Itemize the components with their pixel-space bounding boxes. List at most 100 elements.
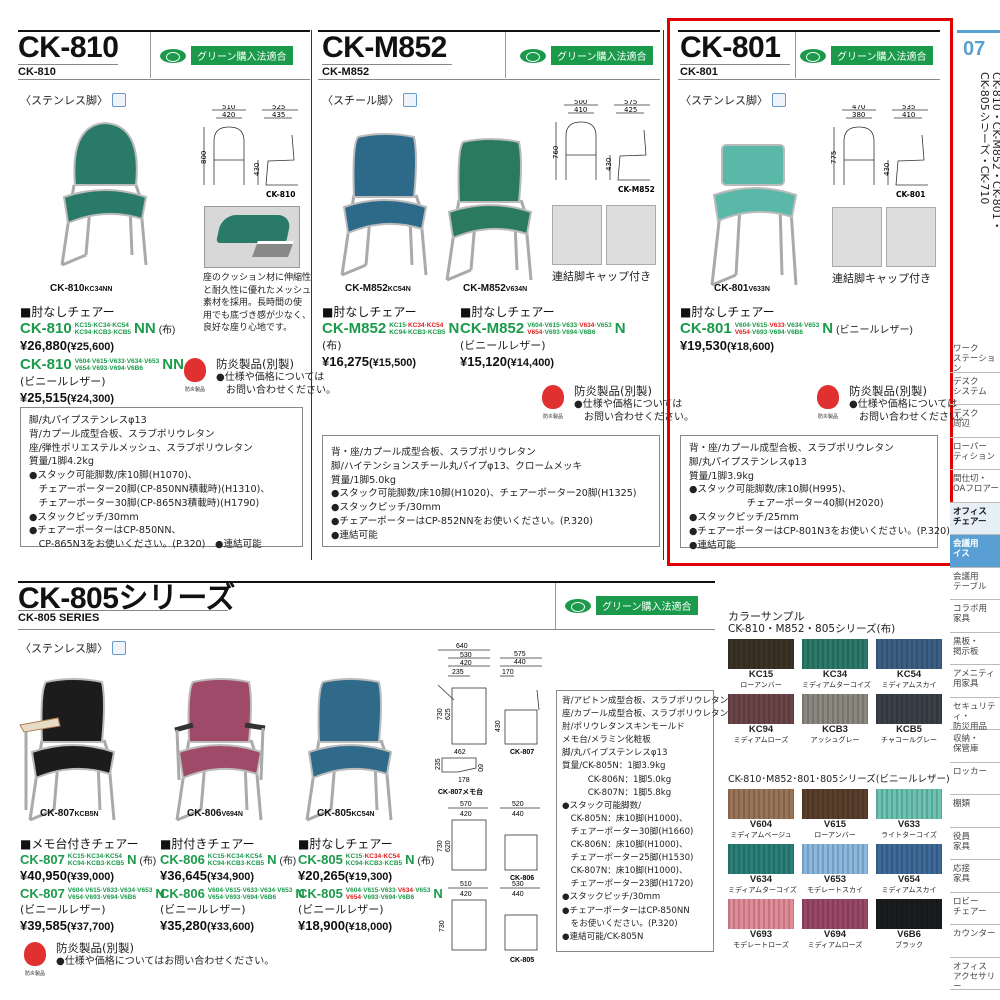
nav-item[interactable]: アメニティ用家具 <box>950 665 1000 698</box>
nav-item[interactable]: デスク周辺 <box>950 405 1000 438</box>
nav-item[interactable]: カウンター <box>950 925 1000 958</box>
nav-item[interactable]: デスクシステム <box>950 373 1000 405</box>
subtitle: CK-801 <box>680 66 718 78</box>
swatch-chip <box>802 789 868 819</box>
nav-item[interactable]: コラボ用家具 <box>950 600 1000 633</box>
color-code: ·V634·V653 <box>784 321 820 329</box>
price-tax-incl: ¥35,280 <box>160 918 207 933</box>
nav-item[interactable]: 役員家具 <box>950 828 1000 860</box>
nav-item[interactable]: ロッカー <box>950 763 1000 795</box>
globe-icon <box>520 48 546 63</box>
swatch-chip <box>802 844 868 874</box>
spec-line: ●チェアーポーターはCP-852NNをお使いください。(P.320) <box>331 515 594 527</box>
model-suffix: KCB5N <box>74 811 99 818</box>
spec-line: チェアーポーター30脚(CP-865N3積載時)(H1790) <box>29 497 260 509</box>
chair-image <box>50 115 160 279</box>
spec-line: 脚/丸パイプステンレスφ13 <box>689 456 807 468</box>
nav-item[interactable]: 棚類 <box>950 795 1000 828</box>
nav-label: ティション <box>953 451 995 462</box>
material: (ビニールレザー) <box>160 903 246 916</box>
color-code: V604·V615·V633· <box>345 886 398 894</box>
price-excl: (¥24,300) <box>67 393 115 405</box>
price: ¥18,900(¥18,000) <box>298 917 443 936</box>
stack-icon <box>403 93 417 107</box>
model-caption: CK-806V694N <box>187 808 243 819</box>
swatch-name: ミディアムターコイズ <box>802 681 871 689</box>
spec-line: ●チェアーポーターはCP-850NN <box>562 905 690 916</box>
color-code: V604·V615·V633·V634·V653 <box>74 357 160 365</box>
nav-item[interactable]: オフィスチェアー <box>950 502 1000 535</box>
color-code-line: V654·V693·V694·V6B6 <box>735 329 820 336</box>
swatch-code: KCB5 <box>896 724 922 735</box>
cushion-image <box>204 206 300 268</box>
spec-box: 背・座/カプール成型合板、スラブポリウレタン脚/ハイテンションスチール丸パイプφ… <box>322 435 660 547</box>
model-caption: CK-M852KC54N <box>345 283 411 294</box>
nav-item[interactable]: ワークステーション <box>950 340 1000 374</box>
green-purchase-badge: グリーン購入法適合 <box>800 46 933 65</box>
swatch-chip <box>802 694 868 724</box>
color-code-line: KC15·KC34·KC54 <box>208 853 264 860</box>
nav-label: 間仕切・ <box>953 474 988 484</box>
price-tax-incl: ¥20,265 <box>298 868 345 883</box>
swatch-chip <box>728 789 794 819</box>
swatch-chip <box>876 789 942 819</box>
fire-text: 防炎製品(別製)●仕様や価格についてはお問い合わせください。 <box>56 942 274 981</box>
color-code-line: V654·V693·V694·V6B6 <box>527 329 612 336</box>
chair-image <box>330 125 440 289</box>
swatch-chip <box>876 639 942 669</box>
nav-item[interactable]: 会議用イス <box>950 535 1000 568</box>
svg-text:520: 520 <box>512 801 524 808</box>
spec-line: 良好な座り心地です。 <box>203 323 293 333</box>
price-excl: (¥15,500) <box>369 357 417 369</box>
nav-label: ロッカー <box>953 766 988 777</box>
spec-line: 座/カプール成型合板、スラブポリウレタン <box>562 709 729 720</box>
price-excl: (¥18,600) <box>727 341 775 353</box>
nav-item[interactable]: ロビーチェアー <box>950 893 1000 925</box>
spec-line: と耐久性に優れたメッシュ <box>203 285 312 296</box>
nav-label: ワーク <box>953 344 979 354</box>
nav-item[interactable]: オフィスアクセサリー <box>950 958 1000 992</box>
color-code: KC15·KC34·KC54 <box>74 321 129 329</box>
nav-item[interactable]: 応接家具 <box>950 860 1000 893</box>
swatch-code: V634 <box>749 874 773 885</box>
nav-item[interactable]: 黒板・掲示板 <box>950 633 1000 665</box>
nav-label: カウンター <box>953 929 996 939</box>
swatch-name: ライトターコイズ <box>881 831 937 839</box>
spec-line: 座のクッション材に伸縮性 <box>203 273 312 283</box>
nav-item[interactable]: 会議用テーブル <box>950 568 1000 600</box>
page-title: CK-805シリーズ <box>18 582 235 615</box>
nav-label: イス <box>953 549 970 559</box>
color-code: V604·V615·V633· <box>527 321 580 329</box>
product-heading: ■肘なしチェアー <box>460 305 555 319</box>
highlight-frame <box>667 18 953 566</box>
color-code-line: V604·V615·V633·V634·V653 <box>68 887 153 894</box>
swatch-code: V653 <box>823 874 847 885</box>
logo-text: 防炎製品 <box>542 414 563 420</box>
nav-label: 棚類 <box>953 799 971 809</box>
nav-item[interactable]: 間仕切・OAフロアー <box>950 470 1000 503</box>
nav-item[interactable]: セキュリティ・防災用品 <box>950 698 1000 732</box>
spec-line: 脚/ハイテンションスチール丸パイプφ13、クロームメッキ <box>331 460 583 472</box>
color-code: KC15·KC34·KC54 <box>207 852 262 860</box>
svg-text:420: 420 <box>460 660 472 667</box>
price-excl: (¥19,300) <box>345 871 393 883</box>
nav-item[interactable]: 収納・保管庫 <box>950 730 1000 763</box>
nav-label: OAフロアー <box>953 484 999 494</box>
nav-item[interactable]: ローパーティション <box>950 438 1000 470</box>
spec-line: CP-865N3をお使いください。(P.320) ●連結可能 <box>29 539 262 551</box>
globe-icon <box>565 598 591 613</box>
swatch-name: ミディアムローズ <box>733 736 789 744</box>
swatch-name: ミディアムスカイ <box>881 681 937 689</box>
